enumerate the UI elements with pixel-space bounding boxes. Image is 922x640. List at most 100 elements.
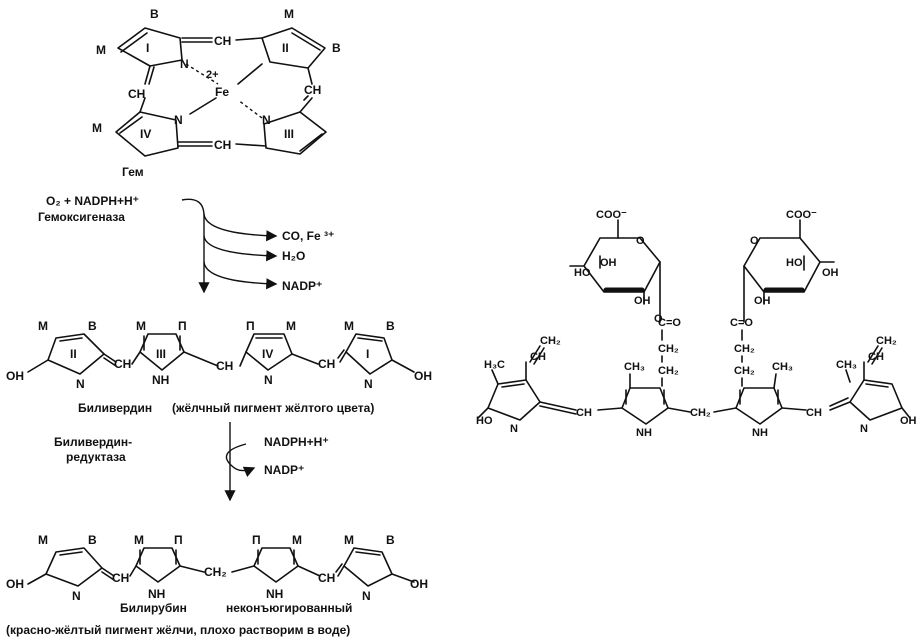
conj-ch2-bridge: CH₂ (690, 407, 711, 419)
heme-charge: 2+ (206, 69, 219, 81)
biliverdin-m-ii: M (38, 319, 48, 333)
heme-name: Гем (122, 165, 144, 179)
c-eq-o-right: C=O (730, 317, 753, 329)
bilirubin-m-1: M (38, 533, 48, 547)
biliverdin-nh-iii: NH (152, 373, 169, 387)
biliverdin-ch-1: CH (114, 357, 131, 371)
pyrrole-ring-iii (263, 111, 327, 155)
heme-label-m-ring-i: M (96, 43, 106, 57)
step2-cofactor-in: NADPH+H⁺ (264, 435, 329, 449)
vinyl-ch2-right: CH₂ (876, 335, 897, 347)
bilirubin-m-4: M (344, 533, 354, 547)
biliverdin-ring-label-iv: IV (262, 347, 273, 361)
ch3-mid-right: CH₃ (772, 361, 793, 373)
biliverdin-ring-label-i: I (366, 347, 369, 361)
biliverdin-p-iv: П (246, 319, 255, 333)
biliverdin-b-ii: B (88, 319, 97, 333)
ho-left-1: HO (574, 267, 591, 279)
h3c-left: H₃C (484, 359, 505, 371)
biliverdin-ring-iv (245, 333, 293, 371)
ring-o-left: O (636, 235, 645, 247)
bilirubin-nh-2: NH (148, 587, 165, 601)
conj-ch-left: CH (576, 407, 592, 419)
bilirubin-m-3: M (292, 533, 302, 547)
biliverdin-m-iv: M (286, 319, 296, 333)
heme-label-n-ring-iv: N (174, 113, 183, 127)
conj-n-left: N (510, 423, 518, 435)
bilirubin-qualifier: неконъюгированный (226, 601, 352, 615)
biliverdin-p-iii: П (178, 319, 187, 333)
bilirubin-description: (красно-жёлтый пигмент жёлчи, плохо раст… (6, 623, 350, 637)
c-eq-o-left: C=O (658, 317, 681, 329)
oh-right-1: OH (822, 267, 839, 279)
oh-left-1: OH (600, 257, 617, 269)
biliverdin-name: Биливердин (78, 401, 152, 415)
bilirubin-n-1: N (72, 589, 81, 603)
biliverdin-b-i: B (386, 319, 395, 333)
bilirubin-n-4: N (362, 589, 371, 603)
biliverdin-n-i: N (364, 377, 373, 391)
heme-fe: Fe (215, 85, 229, 99)
conj-ho-left: HO (476, 415, 493, 427)
heme-ring-label-iii: III (284, 127, 294, 141)
ch2-right-2: CH₂ (734, 365, 755, 377)
bilirubin-diglucuronide-structure: COO⁻ O HO OH OH O C=O CH₂ CH₂ COO⁻ O HO … (476, 209, 917, 439)
biliverdin-m-iii: M (136, 319, 146, 333)
bilirubin-m-2: M (134, 533, 144, 547)
heme-ring-label-i: I (146, 41, 149, 55)
vinyl-ch2-left: CH₂ (540, 335, 561, 347)
heme-label-m-ring-iv: M (92, 121, 102, 135)
bilirubin-oh-left: OH (6, 577, 24, 591)
conj-ring-1 (487, 379, 541, 421)
biliverdin-description: (жёлчный пигмент жёлтого цвета) (172, 401, 374, 415)
bilirubin-ring-3 (253, 547, 299, 583)
heme-ring-label-ii: II (282, 41, 289, 55)
arrow-to-nadp (203, 261, 278, 290)
ring-o-right: O (750, 235, 759, 247)
heme-ring-label-iv: IV (140, 127, 151, 141)
vinyl-ch-right: CH (868, 351, 884, 363)
heme-label-ch-bottom: CH (214, 138, 231, 152)
heme-label-ch-top: CH (214, 34, 231, 48)
coo-right: COO⁻ (786, 209, 817, 221)
heme-structure: B M I N CH M B II 2+ Fe CH CH M IV N CH … (92, 7, 341, 179)
conj-ring-3 (735, 387, 783, 425)
conj-nh-left: NH (636, 427, 652, 439)
step1-reagents: O₂ + NADPH+H⁺ (46, 194, 139, 208)
bilirubin-b-4: B (386, 533, 395, 547)
biliverdin-oh-right: OH (414, 369, 432, 383)
biliverdin-ring-ii (47, 333, 105, 375)
biliverdin-oh-left: OH (6, 369, 24, 383)
glucuronide-ring-left (583, 237, 661, 293)
bilirubin-p-3: П (252, 533, 261, 547)
biliverdin-ch-2: CH (216, 359, 233, 373)
product-co-fe: CO, Fe ³⁺ (282, 229, 334, 243)
ch3-right: CH₃ (836, 359, 857, 371)
step2-cofactor-arrow (225, 443, 256, 478)
heme-label-ch-left: CH (128, 87, 145, 101)
bilirubin-b-1: B (88, 533, 97, 547)
conj-nh-right: NH (752, 427, 768, 439)
heme-label-n-ring-iii: N (262, 113, 271, 127)
bilirubin-name: Билирубин (120, 601, 187, 615)
bilirubin-structure: M B M П П M M B OH N CH NH CH₂ NH CH N O… (6, 533, 428, 637)
conj-ch-right: CH (806, 407, 822, 419)
bilirubin-ring-2 (135, 547, 181, 583)
pyrrole-ring-ii (261, 27, 326, 69)
biliverdin-ch-3: CH (318, 357, 335, 371)
bilirubin-ch-1: CH (112, 571, 129, 585)
bilirubin-ch2: CH₂ (204, 565, 227, 579)
pyrrole-ring-i (117, 27, 183, 67)
biliverdin-m-i: M (344, 319, 354, 333)
heme-label-n-ring-i: N (180, 57, 189, 71)
o-link-left: O (654, 313, 663, 325)
coo-left: COO⁻ (596, 209, 627, 221)
step2-cofactor-out: NADP⁺ (264, 463, 304, 477)
heme-label-m-ring-ii: M (284, 7, 294, 21)
bilirubin-nh-3: NH (266, 587, 283, 601)
heme-oxygenase-step: O₂ + NADPH+H⁺ Гемоксигеназа CO, Fe ³⁺ H₂… (38, 194, 334, 294)
conj-ring-4 (849, 379, 903, 421)
oh-left-2: OH (634, 295, 651, 307)
step2-enzyme-line2: редуктаза (66, 450, 126, 464)
